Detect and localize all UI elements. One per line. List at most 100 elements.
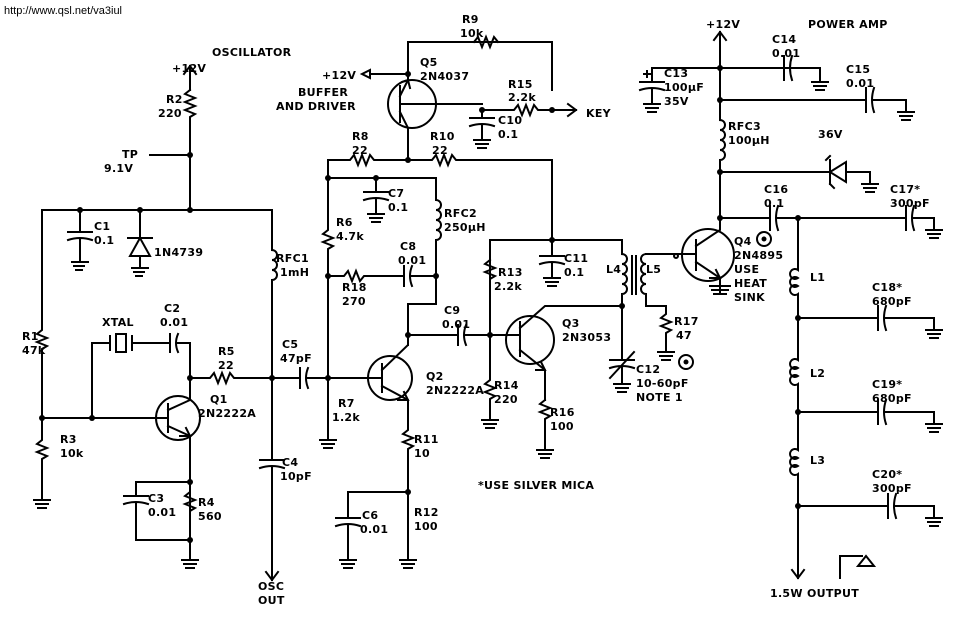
r10-label: R10 [430, 130, 455, 143]
q5-label: Q5 [420, 56, 438, 69]
c7-value: 0.1 [388, 201, 408, 214]
power-amp-title: POWER AMP [808, 18, 888, 31]
r6-value: 4.7k [336, 230, 364, 243]
rfc3-label: RFC3 [728, 120, 761, 133]
c8-label: C8 [400, 240, 416, 253]
c13-value: 100µF [664, 81, 704, 94]
c1-label: C1 [94, 220, 110, 233]
r15-label: R15 [508, 78, 533, 91]
c17-label: C17* [890, 183, 920, 196]
r4-value: 560 [198, 510, 222, 523]
r7-value: 1.2k [332, 411, 360, 424]
q5-value: 2N4037 [420, 70, 469, 83]
c16-value: 0.1 [764, 197, 784, 210]
tp-label: TP [122, 148, 138, 161]
l1-label: L1 [810, 271, 825, 284]
osc-out-1: OSC [258, 580, 284, 593]
q3-value: 2N3053 [562, 331, 611, 344]
oscillator-wiring [33, 64, 286, 582]
c19-label: C19* [872, 378, 902, 391]
r6-label: R6 [336, 216, 353, 229]
q1-value: 2N2222A [198, 407, 256, 420]
r12-value: 100 [414, 520, 438, 533]
silver-mica-note: *USE SILVER MICA [478, 479, 594, 492]
rfc2-value: 250µH [444, 221, 486, 234]
r13-label: R13 [498, 266, 523, 279]
buffer-driver-wiring [271, 34, 694, 569]
r3-value: 10k [60, 447, 84, 460]
power-amp-wiring [638, 30, 943, 580]
r1-label: R1 [22, 330, 39, 343]
c1-value: 0.1 [94, 234, 114, 247]
r9-label: R9 [462, 13, 479, 26]
c3-value: 0.01 [148, 506, 176, 519]
c7-label: C7 [388, 187, 404, 200]
r18-label: R18 [342, 281, 367, 294]
q3-label: Q3 [562, 317, 580, 330]
c17-value: 300pF [890, 197, 930, 210]
r2-value: 220 [158, 107, 182, 120]
c12-value: 10-60pF [636, 377, 689, 390]
oscillator-title: OSCILLATOR [212, 46, 292, 59]
r5-value: 22 [218, 359, 234, 372]
tp-value: 9.1V [104, 162, 133, 175]
q2-label: Q2 [426, 370, 444, 383]
r8-label: R8 [352, 130, 369, 143]
r3-label: R3 [60, 433, 77, 446]
c16-label: C16 [764, 183, 788, 196]
c18-label: C18* [872, 281, 902, 294]
c15-label: C15 [846, 63, 870, 76]
rfc3-value: 100µH [728, 134, 770, 147]
r10-value: 22 [432, 144, 448, 157]
r11-label: R11 [414, 433, 439, 446]
c19-value: 680pF [872, 392, 912, 405]
r7-label: R7 [338, 397, 355, 410]
buffer-title: BUFFER [298, 86, 348, 99]
c3-label: C3 [148, 492, 164, 505]
l4-label: L4 [606, 263, 621, 276]
r14-value: 220 [494, 393, 518, 406]
c13-label: C13 [664, 67, 688, 80]
r14-label: R14 [494, 379, 519, 392]
l2-label: L2 [810, 367, 825, 380]
rfc1-label: RFC1 [276, 252, 309, 265]
c5-label: C5 [282, 338, 298, 351]
c10-label: C10 [498, 114, 522, 127]
r17-value: 47 [676, 329, 692, 342]
driver-title: AND DRIVER [276, 100, 356, 113]
r2-label: R2 [166, 93, 183, 106]
xtal-label: XTAL [102, 316, 134, 329]
supply-buffer: +12V [322, 69, 356, 82]
l5-label: L5 [646, 263, 661, 276]
r15-value: 2.2k [508, 91, 536, 104]
r9-value: 10k [460, 27, 484, 40]
c2-value: 0.01 [160, 316, 188, 329]
key-label: KEY [586, 107, 612, 120]
c18-value: 680pF [872, 295, 912, 308]
r16-value: 100 [550, 420, 574, 433]
source-url: http://www.qsl.net/va3iul [4, 5, 122, 17]
d1-label: 1N4739 [154, 246, 203, 259]
c13-rating: 35V [664, 95, 689, 108]
r4-label: R4 [198, 496, 215, 509]
q2-symbol [367, 355, 413, 401]
l3-label: L3 [810, 454, 825, 467]
c4-label: C4 [282, 456, 298, 469]
osc-out-2: OUT [258, 594, 285, 607]
c11-label: C11 [564, 252, 588, 265]
c2-label: C2 [164, 302, 180, 315]
c4-value: 10pF [280, 470, 312, 483]
c6-label: C6 [362, 509, 378, 522]
c12-note: NOTE 1 [636, 391, 683, 404]
supply-36v: 36V [818, 128, 843, 141]
c14-value: 0.01 [772, 47, 800, 60]
r1-value: 47k [22, 344, 46, 357]
c20-label: C20* [872, 468, 902, 481]
q1-label: Q1 [210, 393, 228, 406]
q2-value: 2N2222A [426, 384, 484, 397]
rfc1-value: 1mH [280, 266, 309, 279]
r11-value: 10 [414, 447, 430, 460]
c11-value: 0.1 [564, 266, 584, 279]
supply-pa: +12V [706, 18, 740, 31]
